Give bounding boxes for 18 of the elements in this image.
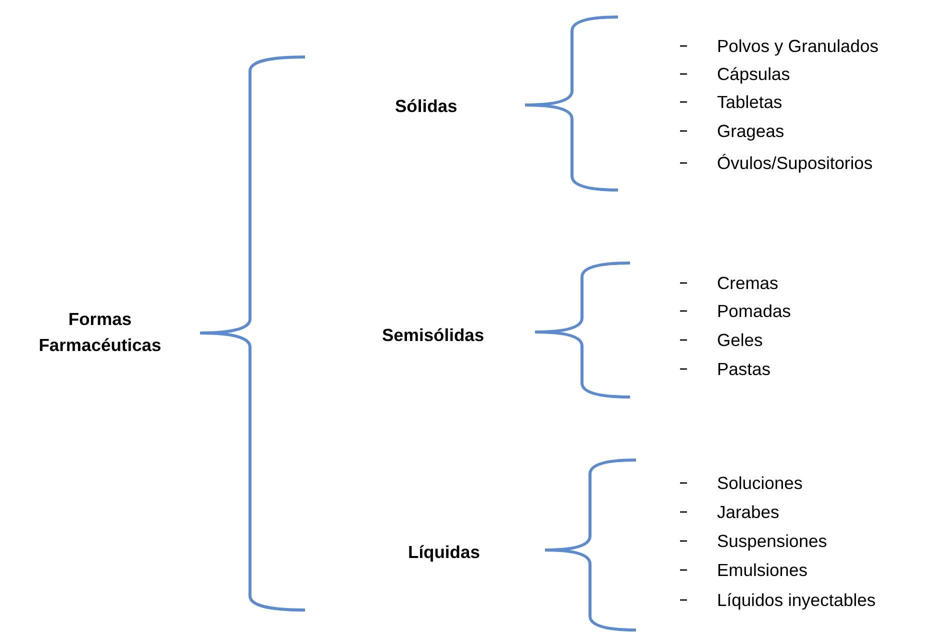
list-item: Polvos y Granulados bbox=[717, 35, 878, 57]
list-item: Líquidos inyectables bbox=[717, 589, 876, 611]
category-label: Semisólidas bbox=[382, 324, 484, 346]
list-item: Cápsulas bbox=[717, 63, 790, 85]
list-item: Pastas bbox=[717, 358, 770, 380]
list-item: Óvulos/Supositorios bbox=[717, 152, 873, 174]
list-item: Tabletas bbox=[717, 91, 782, 113]
list-item: Emulsiones bbox=[717, 559, 808, 581]
list-item: Cremas bbox=[717, 272, 778, 294]
root-category-label: Formas Farmacéuticas bbox=[38, 308, 162, 357]
list-item: Jarabes bbox=[717, 501, 780, 523]
list-item: Pomadas bbox=[717, 300, 791, 322]
category-label: Líquidas bbox=[408, 541, 480, 563]
list-item: Suspensiones bbox=[717, 530, 827, 552]
list-item: Grageas bbox=[717, 120, 784, 142]
list-item: Soluciones bbox=[717, 472, 803, 494]
category-label: Sólidas bbox=[395, 95, 458, 117]
list-item: Geles bbox=[717, 329, 763, 351]
